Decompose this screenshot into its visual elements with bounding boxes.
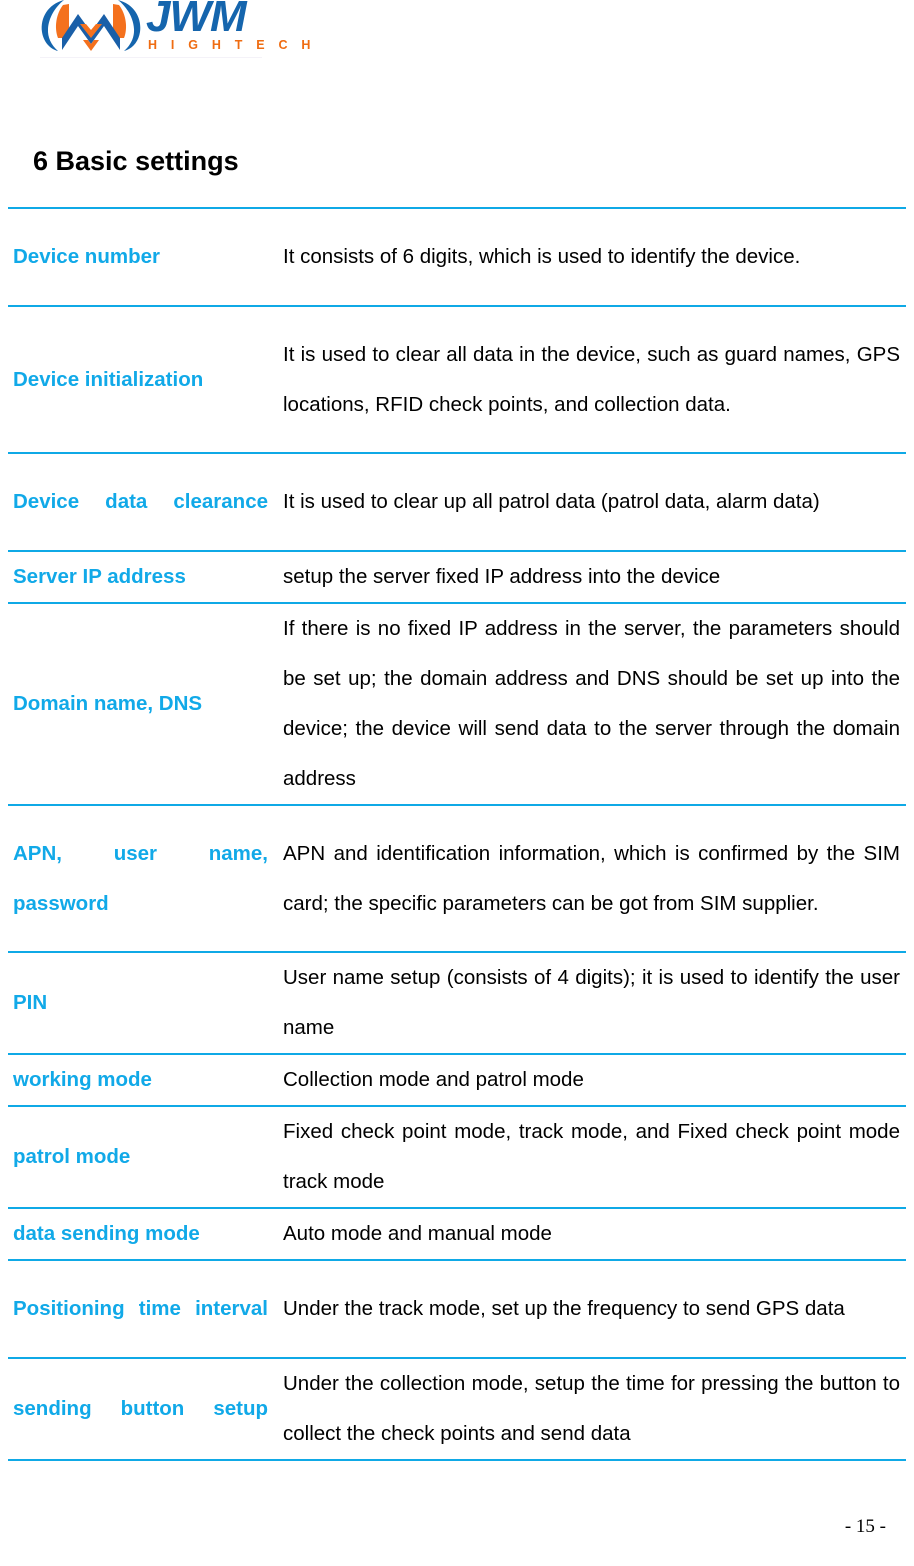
row-label-cell: Device number — [8, 208, 279, 306]
setting-description: It consists of 6 digits, which is used t… — [283, 245, 801, 268]
row-description-cell: Collection mode and patrol mode — [279, 1054, 906, 1106]
table-row: data sending mode Auto mode and manual m… — [8, 1208, 906, 1260]
row-description-cell: Auto mode and manual mode — [279, 1208, 906, 1260]
row-description-cell: User name setup (consists of 4 digits); … — [279, 952, 906, 1054]
row-label-cell: Positioning time interval — [8, 1260, 279, 1358]
page-title: 6 Basic settings — [33, 146, 239, 177]
table-body: Device number It consists of 6 digits, w… — [8, 208, 906, 1460]
page-header: JWM H I G H T E C H — [0, 0, 914, 68]
setting-label: PIN — [13, 991, 48, 1014]
logo-wordmark: JWM — [146, 0, 247, 41]
row-description-cell: APN and identification information, whic… — [279, 805, 906, 952]
setting-label: Positioning time interval — [13, 1297, 268, 1320]
page-number: - 15 - — [844, 1516, 886, 1537]
row-label-cell: Server IP address — [8, 551, 279, 603]
row-label-cell: PIN — [8, 952, 279, 1054]
table-row: Device initialization It is used to clea… — [8, 306, 906, 453]
setting-description: Fixed check point mode, track mode, and … — [283, 1120, 900, 1193]
row-description-cell: It is used to clear all data in the devi… — [279, 306, 906, 453]
setting-label: working mode — [13, 1068, 152, 1091]
setting-description: APN and identification information, whic… — [283, 841, 900, 915]
setting-description: Under the track mode, set up the frequen… — [283, 1297, 845, 1320]
setting-description: Auto mode and manual mode — [283, 1222, 552, 1245]
setting-description: Under the collection mode, setup the tim… — [283, 1372, 900, 1445]
header-divider — [40, 57, 262, 58]
setting-label: data sending mode — [13, 1222, 200, 1245]
basic-settings-table: Device number It consists of 6 digits, w… — [8, 207, 906, 1461]
table-row: Server IP address setup the server fixed… — [8, 551, 906, 603]
jwm-logo-mark-icon — [41, 0, 141, 51]
table-row: Device number It consists of 6 digits, w… — [8, 208, 906, 306]
row-label-cell: APN, user name, password — [8, 805, 279, 952]
row-description-cell: setup the server fixed IP address into t… — [279, 551, 906, 603]
row-description-cell: Fixed check point mode, track mode, and … — [279, 1106, 906, 1208]
row-description-cell: It is used to clear up all patrol data (… — [279, 453, 906, 551]
setting-description: If there is no fixed IP address in the s… — [283, 617, 900, 790]
row-description-cell: Under the collection mode, setup the tim… — [279, 1358, 906, 1460]
table-row: APN, user name, password APN and identif… — [8, 805, 906, 952]
row-description-cell: If there is no fixed IP address in the s… — [279, 603, 906, 805]
row-label-cell: sending button setup — [8, 1358, 279, 1460]
row-label-cell: Device data clearance — [8, 453, 279, 551]
logo-tagline: H I G H T E C H — [148, 38, 316, 52]
row-description-cell: Under the track mode, set up the frequen… — [279, 1260, 906, 1358]
table-row: Domain name, DNS If there is no fixed IP… — [8, 603, 906, 805]
brand-logo: JWM H I G H T E C H — [38, 0, 316, 56]
row-label-cell: working mode — [8, 1054, 279, 1106]
setting-description: It is used to clear up all patrol data (… — [283, 490, 820, 513]
page-footer: - 15 - — [0, 1516, 914, 1538]
row-label-cell: patrol mode — [8, 1106, 279, 1208]
setting-label: sending button setup — [13, 1397, 268, 1420]
setting-label: Device data clearance — [13, 490, 268, 513]
table-row: Device data clearance It is used to clea… — [8, 453, 906, 551]
setting-label: APN, user name, password — [13, 841, 268, 915]
logo-wordmark-group: JWM H I G H T E C H — [146, 0, 316, 52]
setting-description: setup the server fixed IP address into t… — [283, 565, 721, 588]
setting-description: User name setup (consists of 4 digits); … — [283, 966, 900, 1039]
row-label-cell: Domain name, DNS — [8, 603, 279, 805]
setting-label: patrol mode — [13, 1145, 131, 1168]
setting-description: Collection mode and patrol mode — [283, 1068, 584, 1091]
setting-label: Server IP address — [13, 565, 186, 588]
table-row: PIN User name setup (consists of 4 digit… — [8, 952, 906, 1054]
table-row: Positioning time interval Under the trac… — [8, 1260, 906, 1358]
setting-label: Domain name, DNS — [13, 692, 203, 715]
table-row: sending button setup Under the collectio… — [8, 1358, 906, 1460]
setting-description: It is used to clear all data in the devi… — [283, 342, 900, 416]
setting-label: Device initialization — [13, 367, 204, 391]
row-label-cell: data sending mode — [8, 1208, 279, 1260]
row-description-cell: It consists of 6 digits, which is used t… — [279, 208, 906, 306]
row-label-cell: Device initialization — [8, 306, 279, 453]
setting-label: Device number — [13, 245, 160, 268]
table-row: patrol mode Fixed check point mode, trac… — [8, 1106, 906, 1208]
table-row: working mode Collection mode and patrol … — [8, 1054, 906, 1106]
